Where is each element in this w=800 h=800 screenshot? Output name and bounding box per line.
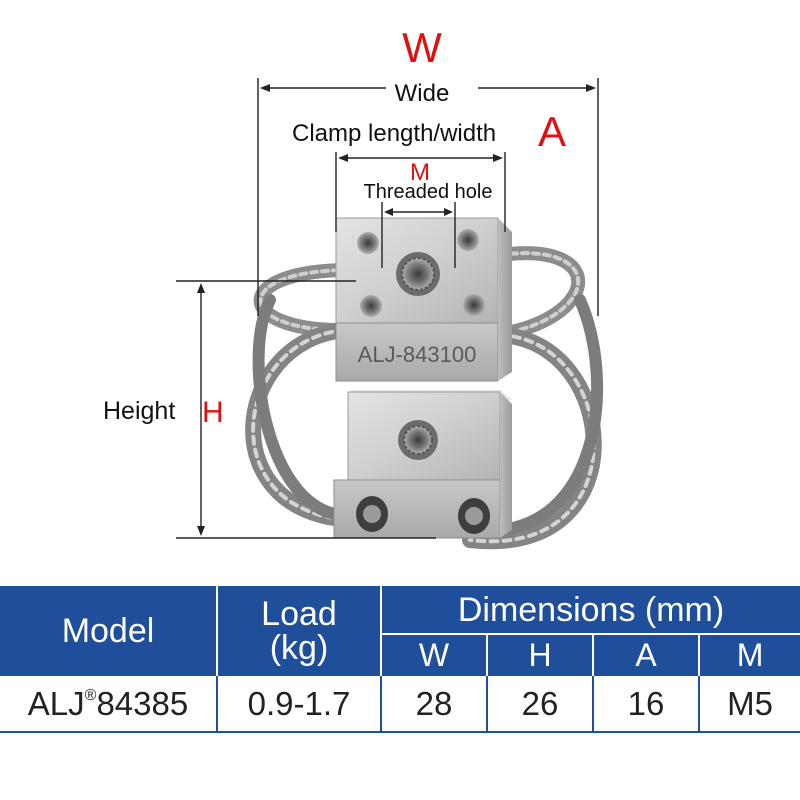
header-load-line2: (kg) [269,629,329,667]
engraving-text: ALJ-843100 [358,342,477,367]
dimension-a-label: Clamp length/width [292,120,496,147]
dimension-h-letter: H [202,396,224,429]
header-load: Load (kg) [216,586,381,676]
cell-load: 0.9-1.7 [216,676,381,733]
cell-w: 28 [380,676,487,733]
cell-a: 16 [592,676,699,733]
specification-table: Model Load (kg) Dimensions (mm) W H A M … [0,586,800,733]
table-row: ALJ®84385 0.9-1.7 28 26 16 M5 [0,676,800,733]
dimension-m [381,202,456,268]
upper-clamp-block: ALJ-843100 [335,217,512,382]
dimension-m-label: Threaded hole [364,181,493,203]
model-number: 84385 [96,684,189,722]
dimension-w-label: Wide [395,80,450,107]
dimension-a [335,152,506,232]
product-dimension-figure: ALJ-843100 W Wide Clamp length/width A M… [103,24,604,550]
header-w: W [380,633,487,676]
header-m: M [697,633,800,676]
dimension-m-letter: M [410,159,430,186]
dimension-h [176,280,436,539]
header-a: A [592,633,699,676]
header-model: Model [0,586,217,676]
header-load-line1: Load [261,595,337,633]
cell-m: M5 [697,676,800,733]
dimension-w [257,78,599,316]
cell-model: ALJ®84385 [0,676,217,733]
cell-h: 26 [486,676,593,733]
registered-mark: ® [84,686,97,704]
dimension-h-label: Height [103,397,175,425]
wire-rope [245,246,604,550]
lower-clamp-block [333,390,512,539]
dimension-a-letter: A [538,108,566,155]
header-h: H [486,633,593,676]
header-dimensions: Dimensions (mm) [379,586,800,634]
dimension-w-letter: W [402,24,442,71]
model-prefix: ALJ [27,684,85,722]
